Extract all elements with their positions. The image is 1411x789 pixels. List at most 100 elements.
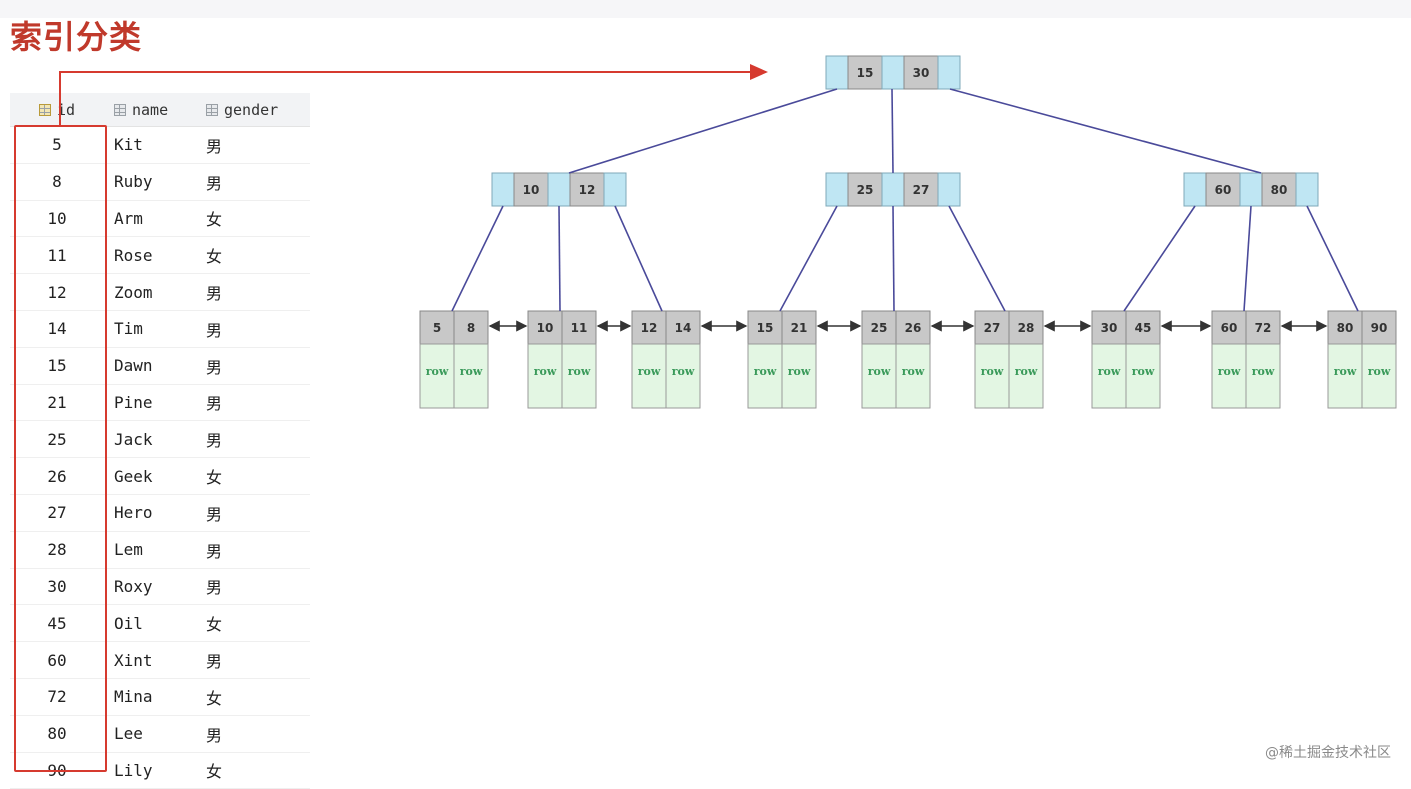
- tree-edge: [568, 88, 838, 174]
- leaf-key-label: 11: [571, 321, 588, 335]
- leaf-key-cell: [453, 310, 489, 345]
- cell-name: Rose: [114, 245, 153, 265]
- cell-gender: 男: [206, 541, 223, 561]
- leaf-key-label: 15: [757, 321, 774, 335]
- leaf-row-cell: [895, 343, 931, 409]
- cell-name: Dawn: [114, 356, 153, 376]
- cell-id: 27: [47, 503, 67, 523]
- page-title: 索引分类: [10, 18, 143, 56]
- top-bar: [0, 0, 1411, 18]
- leaf-key-label: 14: [675, 321, 692, 335]
- header-name[interactable]: name: [104, 101, 196, 119]
- internal-node-2-key-label: 27: [913, 183, 930, 197]
- cell-gender: 女: [206, 210, 223, 230]
- internal-node-1-key-cell: [513, 172, 549, 207]
- cell-id: 8: [52, 172, 62, 192]
- cell-name: Mina: [114, 687, 153, 707]
- internal-node-3-pointer-cell: [1239, 172, 1263, 207]
- leaf-row-label: row: [1334, 365, 1357, 378]
- leaf-row-cell: [419, 343, 455, 409]
- cell-name: Lily: [114, 760, 153, 780]
- root-node-key-label: 15: [857, 66, 874, 80]
- leaf-key-cell: [861, 310, 897, 345]
- leaf-row-cell: [527, 343, 563, 409]
- tree-edge: [558, 205, 561, 312]
- cell-gender: 男: [206, 725, 223, 745]
- leaf-row-label: row: [638, 365, 661, 378]
- header-gender[interactable]: gender: [196, 101, 296, 119]
- cell-name: Kit: [114, 135, 143, 155]
- internal-node-1-pointer-cell: [603, 172, 627, 207]
- table-row[interactable]: 27 Hero 男: [10, 495, 310, 532]
- leaf-row-cell: [861, 343, 897, 409]
- leaf-key-label: 21: [791, 321, 808, 335]
- cell-gender: 男: [206, 504, 223, 524]
- internal-node-1-key-cell: [569, 172, 605, 207]
- column-icon: [206, 103, 218, 116]
- tree-edge: [451, 205, 504, 312]
- leaf-key-label: 12: [641, 321, 658, 335]
- leaf-row-label: row: [754, 365, 777, 378]
- cell-gender: 男: [206, 394, 223, 414]
- cell-id: 60: [47, 650, 67, 670]
- leaf-key-cell: [895, 310, 931, 345]
- tree-edge: [892, 205, 895, 312]
- leaf-row-label: row: [1218, 365, 1241, 378]
- leaf-row-label: row: [1098, 365, 1121, 378]
- cell-name: Geek: [114, 466, 153, 486]
- leaf-key-label: 60: [1221, 321, 1238, 335]
- leaf-row-label: row: [1252, 365, 1275, 378]
- internal-node-3-key-label: 60: [1215, 183, 1232, 197]
- leaf-key-label: 90: [1371, 321, 1388, 335]
- tree-edge: [779, 205, 838, 312]
- leaf-row-label: row: [460, 365, 483, 378]
- cell-name: Lee: [114, 724, 143, 744]
- tree-edge: [1243, 205, 1252, 312]
- watermark: @稀土掘金技术社区: [1265, 745, 1391, 761]
- leaf-row-label: row: [568, 365, 591, 378]
- leaf-row-label: row: [672, 365, 695, 378]
- header-id[interactable]: id: [10, 101, 104, 119]
- cell-name: Ruby: [114, 172, 153, 192]
- leaf-row-cell: [1125, 343, 1161, 409]
- leaf-row-cell: [1245, 343, 1281, 409]
- internal-node-1-key-label: 10: [523, 183, 540, 197]
- internal-node-3-key-label: 80: [1271, 183, 1288, 197]
- leaf-key-cell: [1211, 310, 1247, 345]
- header-gender-label: gender: [224, 100, 279, 119]
- cell-id: 25: [47, 429, 67, 449]
- cell-name: Jack: [114, 429, 153, 449]
- root-node-key-cell: [847, 55, 883, 90]
- cell-gender: 男: [206, 578, 223, 598]
- cell-id: 12: [47, 282, 67, 302]
- root-node-key-label: 30: [913, 66, 930, 80]
- leaf-row-label: row: [868, 365, 891, 378]
- cell-id: 10: [47, 208, 67, 228]
- leaf-row-label: row: [1132, 365, 1155, 378]
- internal-node-2-pointer-cell: [937, 172, 961, 207]
- cell-id: 72: [47, 687, 67, 707]
- cell-name: Hero: [114, 503, 153, 523]
- internal-node-2-key-label: 25: [857, 183, 874, 197]
- internal-node-1-pointer-cell: [491, 172, 515, 207]
- leaf-row-cell: [747, 343, 783, 409]
- cell-name: Tim: [114, 319, 143, 339]
- cell-gender: 男: [206, 284, 223, 304]
